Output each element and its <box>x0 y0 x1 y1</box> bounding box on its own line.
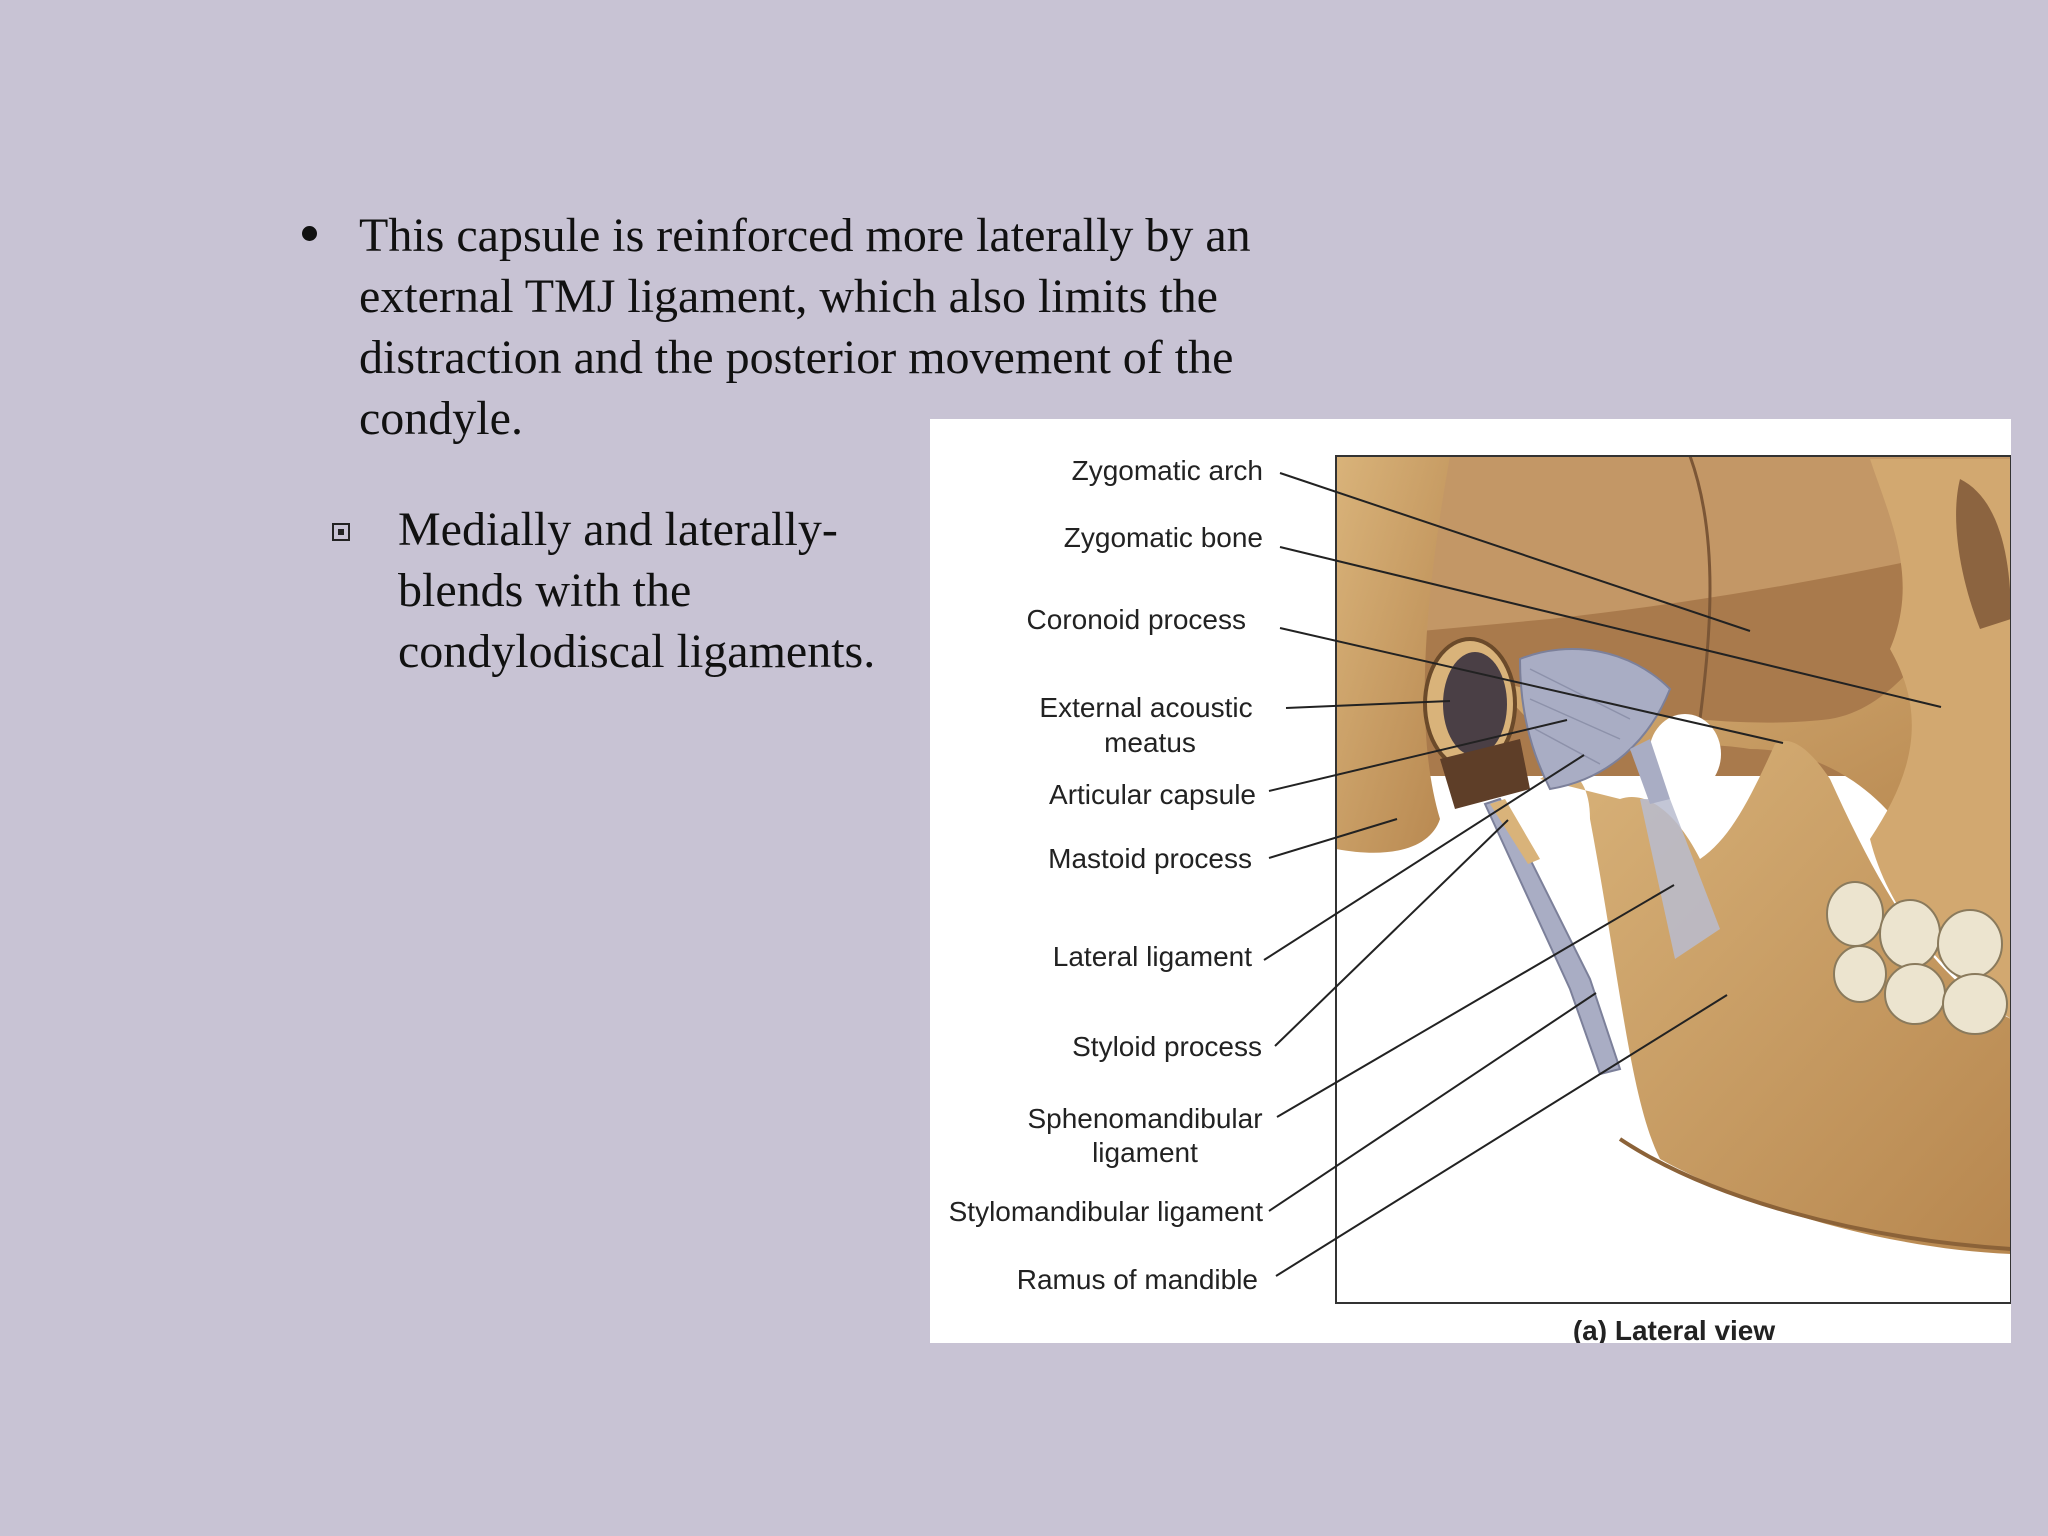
figure-frame <box>1335 455 2011 1304</box>
label-zygomatic-arch: Zygomatic arch <box>1072 455 1263 486</box>
tmj-lateral-view-figure: Zygomatic arch Zygomatic bone Coronoid p… <box>930 419 2011 1343</box>
figure-caption: (a) Lateral view <box>1573 1315 1776 1343</box>
bullet-text-1: This capsule is reinforced more laterall… <box>359 209 1251 445</box>
label-ramus-of-mandible: Ramus of mandible <box>1017 1264 1258 1295</box>
label-stylomandibular-ligament: Stylomandibular ligament <box>949 1196 1264 1227</box>
bullet-dot-icon <box>302 226 317 241</box>
square-bullet-icon <box>332 523 350 541</box>
skull-drawing <box>1336 456 2011 1254</box>
label-sphenomandibular: Sphenomandibular <box>1027 1103 1262 1134</box>
label-ligament: ligament <box>1092 1137 1198 1168</box>
label-articular-capsule: Articular capsule <box>1049 779 1256 810</box>
label-styloid-process: Styloid process <box>1072 1031 1262 1062</box>
label-zygomatic-bone: Zygomatic bone <box>1064 522 1263 553</box>
label-external-acoustic: External acoustic <box>1039 692 1252 723</box>
label-mastoid-process: Mastoid process <box>1048 843 1252 874</box>
label-coronoid-process: Coronoid process <box>1027 604 1246 635</box>
label-meatus: meatus <box>1104 727 1196 758</box>
teeth <box>1826 881 2008 1035</box>
anatomy-illustration: Zygomatic arch Zygomatic bone Coronoid p… <box>949 455 2011 1343</box>
bullet-text-2: Medially and laterally- blends with the … <box>398 503 876 678</box>
label-lateral-ligament: Lateral ligament <box>1053 941 1252 972</box>
leader-lines <box>1263 472 1942 1277</box>
